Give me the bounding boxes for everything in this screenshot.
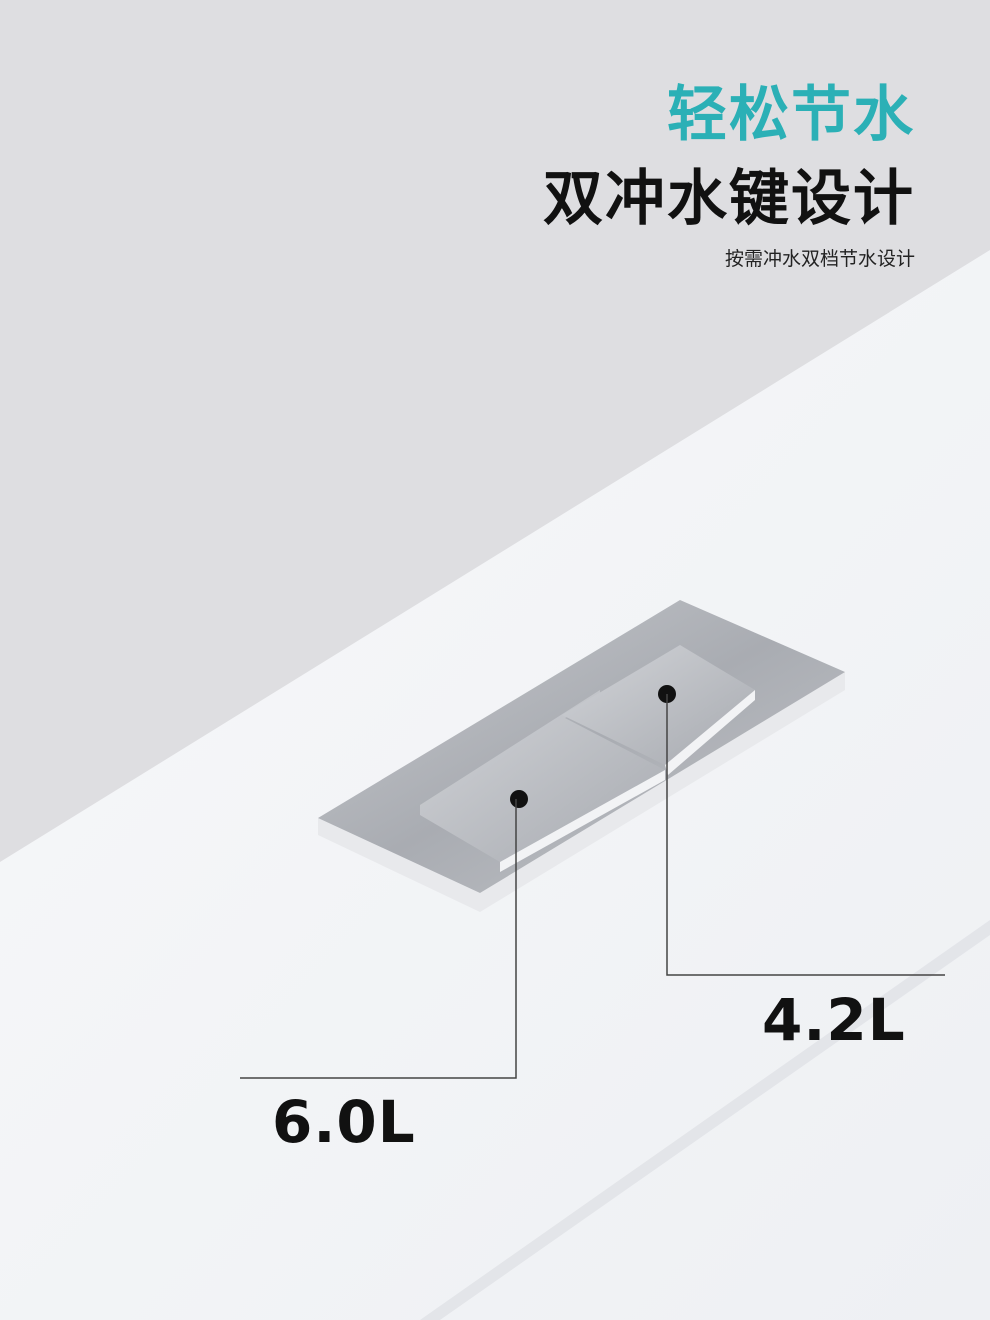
- full-flush-button: [420, 690, 665, 862]
- full-flush-label: 6.0L: [272, 1088, 416, 1156]
- page-title: 双冲水键设计: [543, 164, 915, 234]
- surface-edge: [420, 920, 990, 1320]
- subtitle: 按需冲水双档节水设计: [724, 248, 915, 270]
- headline: 轻松节水: [667, 80, 915, 150]
- flush-plate: [318, 600, 845, 912]
- callout-half: [658, 685, 945, 976]
- callout-full: [240, 790, 528, 1079]
- half-flush-label: 4.2L: [762, 986, 906, 1054]
- half-flush-button: [562, 645, 755, 765]
